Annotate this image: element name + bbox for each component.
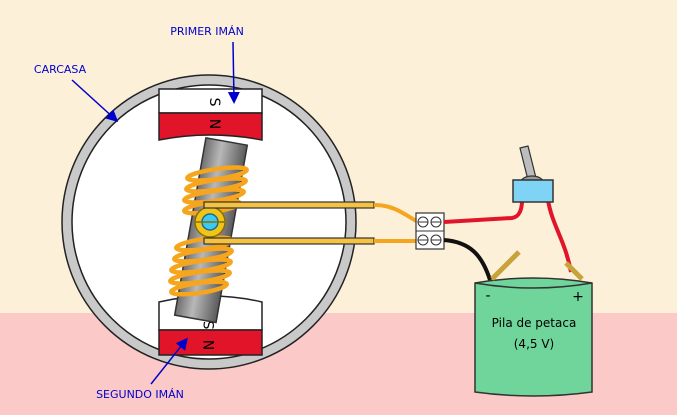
first-magnet-inner-pole: S — [206, 98, 222, 107]
second-magnet-arrow — [150, 337, 188, 385]
battery-voltage: (4,5 V) — [514, 337, 554, 351]
negative-terminal — [490, 250, 521, 281]
second-magnet-outer-pole: N — [202, 340, 218, 350]
toggle-switch — [512, 145, 554, 203]
commutator — [194, 206, 226, 238]
battery-name: Pila de petaca — [492, 316, 577, 330]
first-magnet-label: PRIMER IMÁN — [170, 25, 244, 38]
battery — [474, 250, 593, 397]
housing-label: CARCASA — [34, 63, 87, 76]
lower-coil — [168, 235, 234, 297]
first-magnet-outer-pole: N — [206, 119, 222, 129]
first-magnet-arrow — [227, 41, 240, 104]
battery-positive-label: + — [572, 289, 584, 305]
battery-negative-label: - — [485, 288, 490, 304]
first-magnet — [158, 88, 263, 141]
lower-brush — [203, 237, 375, 245]
second-magnet-label: SEGUNDO IMÁN — [96, 388, 184, 401]
upper-brush-wire — [373, 203, 419, 224]
second-magnet-inner-pole: S — [202, 320, 218, 329]
terminal-block — [415, 212, 445, 250]
black-wire-battery — [443, 238, 492, 281]
positive-terminal — [564, 261, 584, 281]
upper-brush — [203, 201, 375, 209]
housing-arrow — [71, 79, 119, 123]
